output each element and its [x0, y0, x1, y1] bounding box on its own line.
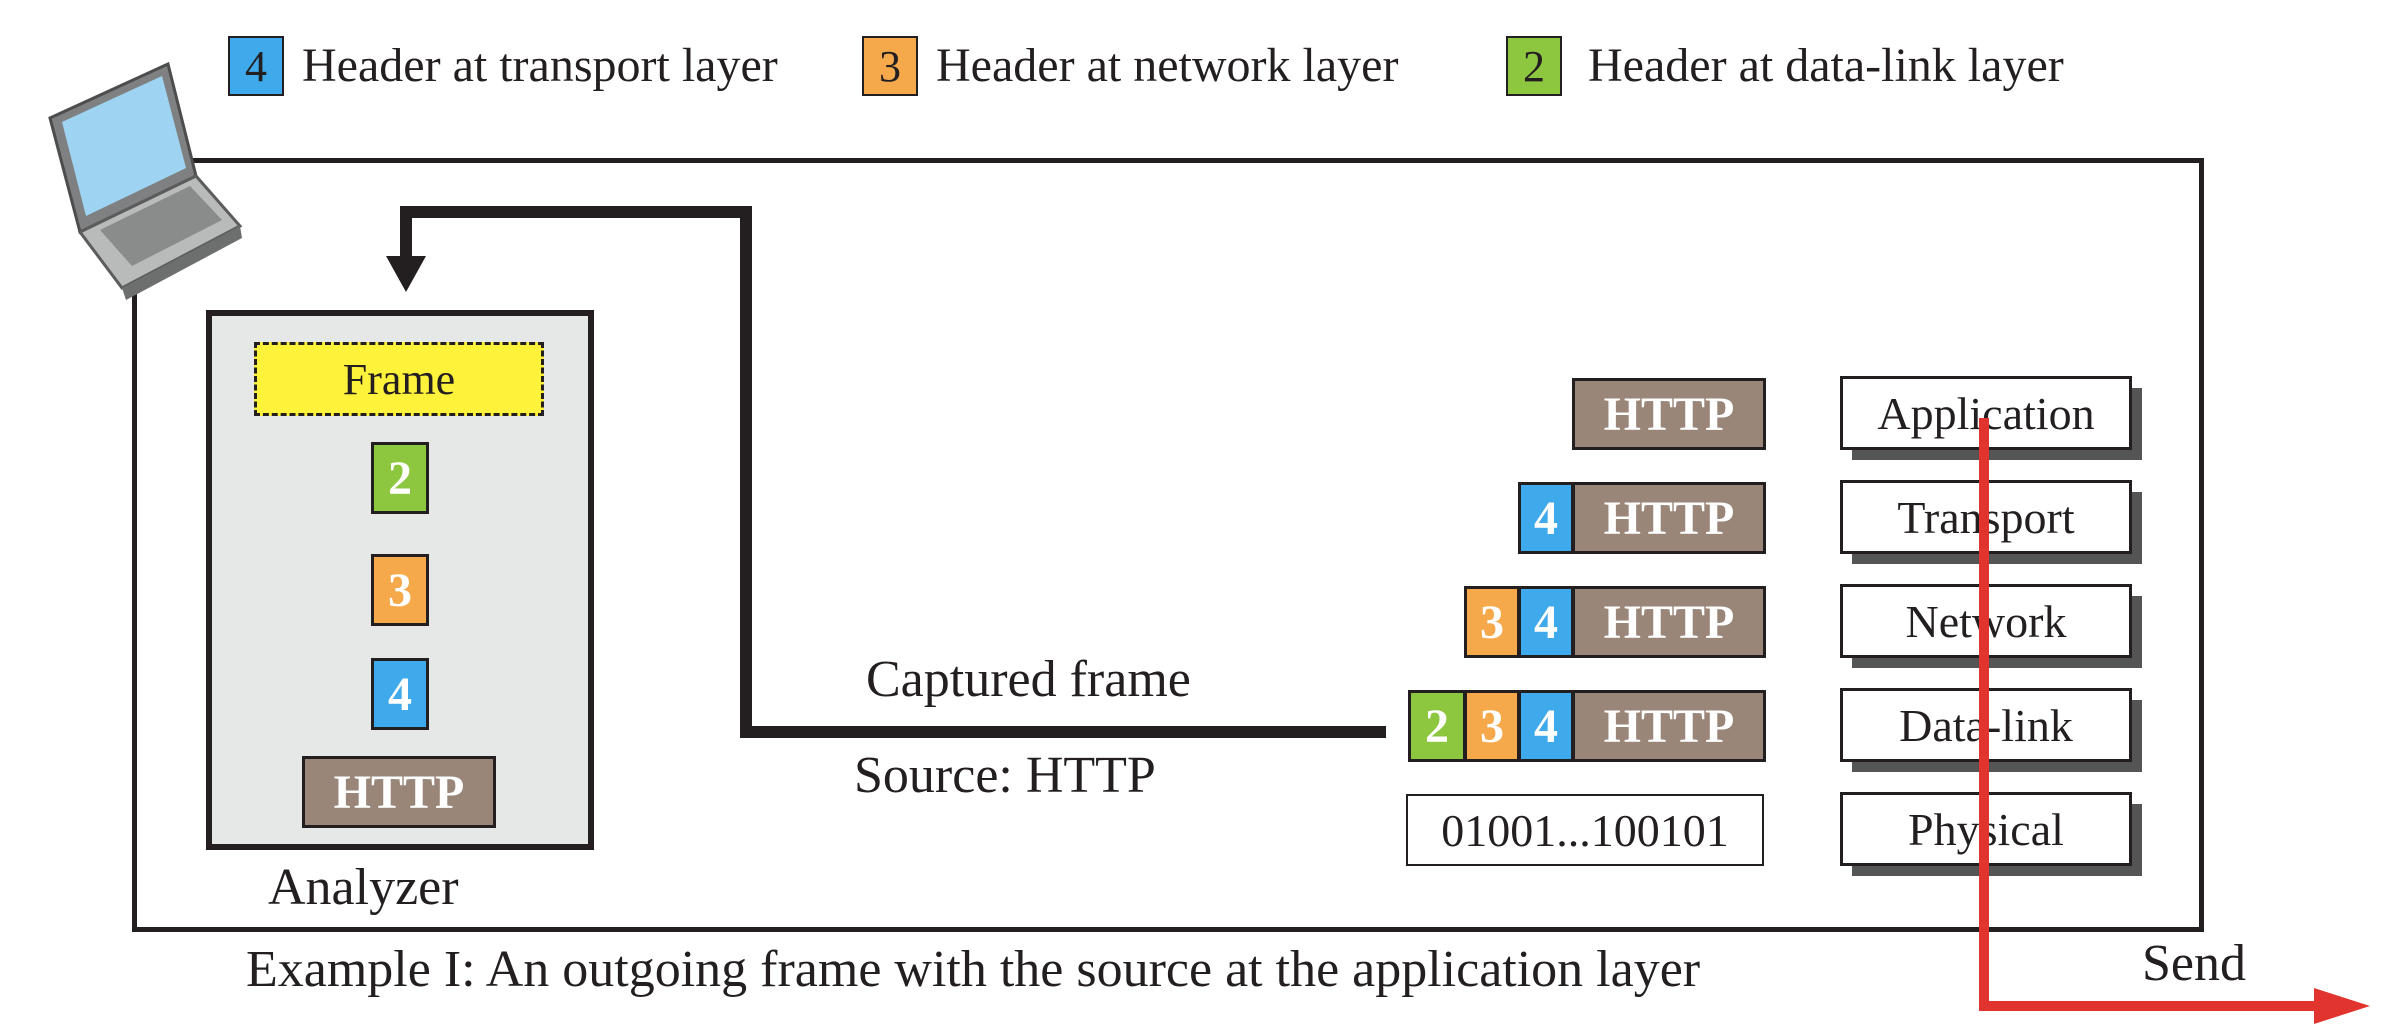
analyzer-caption: Analyzer	[268, 859, 459, 916]
transport-header-4-num: 4	[1534, 491, 1558, 545]
transport-http: HTTP	[1572, 482, 1766, 554]
network-header-3: 3	[1464, 586, 1520, 658]
app-http-label: HTTP	[1603, 387, 1735, 441]
send-label: Send	[2142, 935, 2246, 992]
physical-bits: 01001...100101	[1406, 794, 1764, 866]
legend-datalink-num: 2	[1523, 41, 1545, 91]
transport-http-label: HTTP	[1603, 491, 1735, 545]
legend-datalink-label: Header at data-link layer	[1588, 39, 2064, 92]
datalink-header-2: 2	[1408, 690, 1466, 762]
datalink-header-4-num: 4	[1534, 699, 1558, 753]
datalink-http: HTTP	[1572, 690, 1766, 762]
captured-frame-label: Captured frame	[866, 651, 1191, 708]
analyzer-http-payload: HTTP	[302, 756, 496, 828]
analyzer-header-3-num: 3	[388, 563, 412, 617]
diagram-frame	[132, 158, 2204, 932]
legend-network-label: Header at network layer	[936, 39, 1399, 92]
source-label: Source: HTTP	[854, 747, 1156, 804]
analyzer-frame-tag: Frame	[254, 342, 544, 416]
analyzer-header-2-num: 2	[388, 451, 412, 505]
network-header-4-num: 4	[1534, 595, 1558, 649]
network-http-label: HTTP	[1603, 595, 1735, 649]
legend-datalink-swatch: 2	[1506, 36, 1562, 96]
legend-transport-label: Header at transport layer	[302, 39, 778, 92]
datalink-header-4: 4	[1518, 690, 1574, 762]
physical-bits-label: 01001...100101	[1441, 804, 1729, 856]
app-http: HTTP	[1572, 378, 1766, 450]
legend-transport-num: 4	[245, 41, 267, 91]
datalink-http-label: HTTP	[1603, 699, 1735, 753]
analyzer-http-label: HTTP	[333, 765, 465, 819]
datalink-header-2-num: 2	[1425, 699, 1449, 753]
legend-network-num: 3	[879, 41, 901, 91]
legend-network-swatch: 3	[862, 36, 918, 96]
transport-header-4: 4	[1518, 482, 1574, 554]
network-http: HTTP	[1572, 586, 1766, 658]
analyzer-header-2: 2	[371, 442, 429, 514]
legend-transport-swatch: 4	[228, 36, 284, 96]
analyzer-header-3: 3	[371, 554, 429, 626]
analyzer-header-4-num: 4	[388, 667, 412, 721]
network-header-4: 4	[1518, 586, 1574, 658]
laptop-icon	[48, 61, 243, 300]
analyzer-frame-label: Frame	[342, 354, 456, 404]
figure-caption: Example I: An outgoing frame with the so…	[246, 941, 1701, 998]
network-header-3-num: 3	[1480, 595, 1504, 649]
datalink-header-3-num: 3	[1480, 699, 1504, 753]
analyzer-header-4: 4	[371, 658, 429, 730]
